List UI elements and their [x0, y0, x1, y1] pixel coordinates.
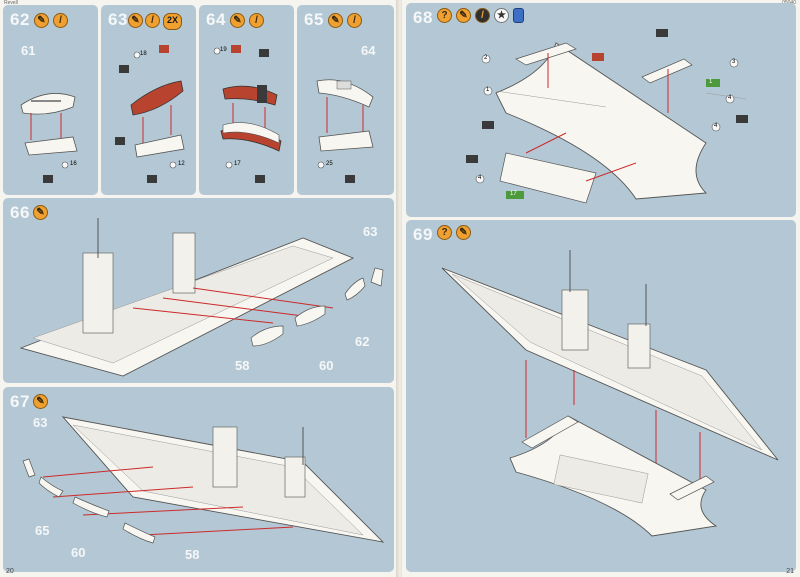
right-page: 05040 68 ? ✎ / ★	[402, 0, 800, 577]
step-number: 69	[413, 225, 433, 244]
callout: 25	[326, 161, 333, 167]
part-label: 58	[235, 358, 250, 373]
brush-icon: /	[145, 13, 160, 28]
step-68-drawing	[466, 29, 748, 204]
repeat-badge: 2X	[163, 13, 183, 30]
callout: 3	[732, 59, 736, 65]
step-62-drawing	[20, 93, 78, 183]
step-65-panel: 65 ✎ / 64 25	[297, 5, 394, 195]
part-label: 60	[319, 358, 334, 373]
callout: 18	[140, 51, 147, 57]
step-number: 66	[10, 203, 30, 222]
page-number-right: 21	[786, 568, 794, 575]
step-69-panel: 69 ? ✎	[406, 220, 796, 572]
part-label: 61	[21, 43, 36, 58]
brush-icon: /	[249, 13, 264, 28]
brush-icon: /	[53, 13, 68, 28]
glue-icon: ✎	[230, 13, 245, 28]
callout: 16	[70, 161, 77, 167]
callout: 4	[728, 95, 732, 101]
glue-icon: ✎	[33, 394, 48, 409]
step-number: 67	[10, 392, 30, 411]
step-number: 62	[10, 10, 30, 29]
part-label: 64	[361, 43, 376, 58]
left-page: Revell 62 ✎ / 61 16 63 ✎ / 2X	[0, 0, 398, 577]
callout: 2	[484, 55, 488, 61]
callout: 19	[220, 47, 227, 53]
part-label: 60	[71, 545, 86, 560]
step-69-drawing	[441, 250, 779, 537]
brush-icon: /	[347, 13, 362, 28]
paint-code: 1	[709, 79, 713, 85]
callout: 4	[478, 175, 482, 181]
glue-icon: ✎	[456, 8, 471, 23]
step-63-panel: 63 ✎ / 2X 18 12	[101, 5, 196, 195]
step-number: 65	[304, 10, 324, 29]
glue-icon: ✎	[128, 13, 143, 28]
step-67-panel: 67 ✎ 63 65 60 58	[3, 387, 394, 572]
step-64-panel: 64 ✎ / 19 17	[199, 5, 294, 195]
callout: 12	[178, 161, 185, 167]
step-63-drawing	[115, 45, 185, 183]
step-62-panel: 62 ✎ / 61 16	[3, 5, 98, 195]
step-66-drawing	[19, 218, 384, 377]
part-label: 63	[33, 415, 48, 430]
question-icon: ?	[437, 225, 452, 240]
part-label: 65	[35, 523, 50, 538]
step-66-panel: 66 ✎ 63 62 60 58	[3, 198, 394, 383]
callout: 17	[234, 161, 241, 167]
page-number-left: 20	[6, 568, 14, 575]
step-64-drawing	[213, 45, 282, 183]
glue-icon: ✎	[456, 225, 471, 240]
bookmark-icon	[513, 8, 524, 23]
paint-code: 17	[510, 191, 517, 197]
part-label: 63	[363, 224, 378, 239]
callout: 1	[486, 87, 490, 93]
book-gutter	[396, 0, 404, 577]
glue-icon: ✎	[33, 205, 48, 220]
callout: 4	[714, 123, 718, 129]
step-number: 64	[206, 10, 226, 29]
part-label: 62	[355, 334, 370, 349]
glue-icon: ✎	[328, 13, 343, 28]
left-top-note: Revell	[4, 0, 18, 6]
question-icon: ?	[437, 8, 452, 23]
brush-icon: /	[475, 8, 490, 23]
part-label: 58	[185, 547, 200, 562]
step-65-drawing	[316, 79, 374, 183]
step-68-panel: 68 ? ✎ / ★	[406, 3, 796, 217]
step-number: 63	[108, 10, 128, 29]
glue-icon: ✎	[34, 13, 49, 28]
decal-icon: ★	[494, 8, 509, 23]
step-number: 68	[413, 8, 433, 27]
step-67-drawing	[22, 416, 385, 544]
